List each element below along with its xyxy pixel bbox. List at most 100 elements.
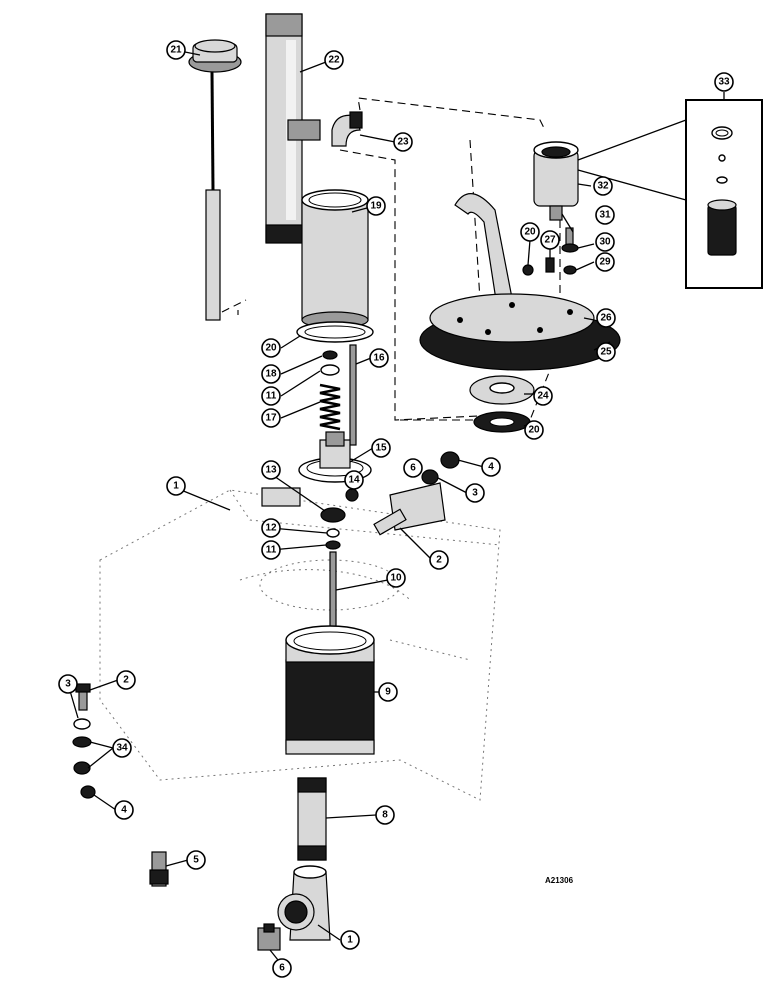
- svg-text:27: 27: [544, 235, 556, 246]
- rod-16: [349, 344, 357, 446]
- washer-11: [325, 540, 341, 550]
- callout-1a: 1: [166, 476, 186, 496]
- callout-23: 23: [393, 132, 413, 152]
- elbow-fitting-lower: [257, 865, 331, 951]
- callout-15: 15: [371, 438, 391, 458]
- svg-text:3: 3: [65, 679, 71, 690]
- callout-3a: 3: [465, 483, 485, 503]
- callout-1b: 1: [340, 930, 360, 950]
- svg-text:20: 20: [528, 425, 540, 436]
- part-27: [545, 257, 555, 273]
- filter-element-upper: [301, 189, 369, 329]
- callout-21: 21: [166, 40, 186, 60]
- cover-plate-26: [429, 293, 595, 343]
- svg-text:20: 20: [524, 227, 536, 238]
- svg-text:19: 19: [370, 201, 382, 212]
- washer-30: [561, 243, 579, 253]
- svg-text:29: 29: [599, 257, 611, 268]
- callout-17: 17: [261, 408, 281, 428]
- callout-14: 14: [344, 470, 364, 490]
- svg-text:2: 2: [436, 555, 442, 566]
- svg-text:25: 25: [600, 347, 612, 358]
- svg-text:23: 23: [397, 137, 409, 148]
- callout-2a: 2: [429, 550, 449, 570]
- reference-code: A21306: [545, 876, 574, 885]
- callout-4a: 4: [481, 457, 501, 477]
- svg-text:26: 26: [600, 313, 612, 324]
- callout-5: 5: [186, 850, 206, 870]
- callout-8: 8: [375, 805, 395, 825]
- svg-text:8: 8: [382, 810, 388, 821]
- callout-20b: 20: [524, 420, 544, 440]
- svg-text:16: 16: [373, 353, 385, 364]
- svg-text:24: 24: [537, 391, 549, 402]
- svg-text:15: 15: [375, 443, 387, 454]
- callout-30: 30: [595, 232, 615, 252]
- svg-text:11: 11: [266, 545, 277, 556]
- callout-22: 22: [324, 50, 344, 70]
- breather-cap: [533, 141, 579, 221]
- callout-3b: 3: [58, 674, 78, 694]
- svg-text:31: 31: [599, 210, 611, 221]
- svg-text:32: 32: [597, 181, 609, 192]
- callout-bubbles: 1 1 2 2 3 3 4 4 5 6 6 8 9 10 11 11 12 13…: [58, 40, 734, 978]
- svg-text:5: 5: [193, 855, 199, 866]
- svg-text:30: 30: [599, 237, 611, 248]
- svg-text:21: 21: [170, 45, 182, 56]
- ball-13: [320, 507, 346, 523]
- svg-text:9: 9: [385, 687, 391, 698]
- svg-text:34: 34: [116, 743, 128, 754]
- tank-filler-neck: [261, 487, 301, 507]
- callout-27: 27: [540, 230, 560, 250]
- callout-9: 9: [378, 682, 398, 702]
- callout-leaders: [67, 51, 611, 966]
- callout-24: 24: [533, 386, 553, 406]
- callout-11b: 11: [261, 540, 281, 560]
- reservoir-tank: [99, 482, 501, 801]
- svg-text:22: 22: [328, 55, 340, 66]
- svg-text:17: 17: [265, 413, 277, 424]
- svg-text:11: 11: [266, 391, 277, 402]
- svg-text:13: 13: [265, 465, 277, 476]
- washer-12: [326, 528, 340, 538]
- callout-25: 25: [596, 342, 616, 362]
- callout-16: 16: [369, 348, 389, 368]
- svg-text:14: 14: [348, 475, 360, 486]
- callout-10: 10: [386, 568, 406, 588]
- nut-29: [563, 265, 577, 275]
- filter-element-lower: [285, 625, 375, 755]
- cover-assembly: [419, 193, 621, 371]
- callout-6a: 6: [403, 458, 423, 478]
- callout-34: 34: [112, 738, 132, 758]
- svg-text:3: 3: [472, 488, 478, 499]
- svg-text:33: 33: [718, 77, 730, 88]
- callout-18: 18: [261, 364, 281, 384]
- dipstick-assembly: [188, 39, 242, 321]
- callout-2b: 2: [116, 670, 136, 690]
- nut-14: [345, 488, 359, 502]
- callout-20c: 20: [520, 222, 540, 242]
- callout-29: 29: [595, 252, 615, 272]
- svg-text:2: 2: [123, 675, 129, 686]
- callout-12: 12: [261, 518, 281, 538]
- pipe-nipple: [297, 777, 327, 861]
- callout-20a: 20: [261, 338, 281, 358]
- washer-28: [522, 264, 534, 276]
- callout-13: 13: [261, 460, 281, 480]
- left-hardware-stack: [72, 683, 169, 887]
- callout-26: 26: [596, 308, 616, 328]
- svg-text:18: 18: [265, 369, 277, 380]
- svg-text:12: 12: [265, 523, 277, 534]
- elbow-fitting-upper: [287, 111, 363, 147]
- svg-text:6: 6: [279, 963, 285, 974]
- svg-text:4: 4: [121, 805, 127, 816]
- svg-text:20: 20: [265, 343, 277, 354]
- callout-19: 19: [366, 196, 386, 216]
- callout-33: 33: [714, 72, 734, 92]
- svg-text:10: 10: [390, 573, 402, 584]
- svg-text:6: 6: [410, 463, 416, 474]
- callout-32: 32: [593, 176, 613, 196]
- svg-text:4: 4: [488, 462, 494, 473]
